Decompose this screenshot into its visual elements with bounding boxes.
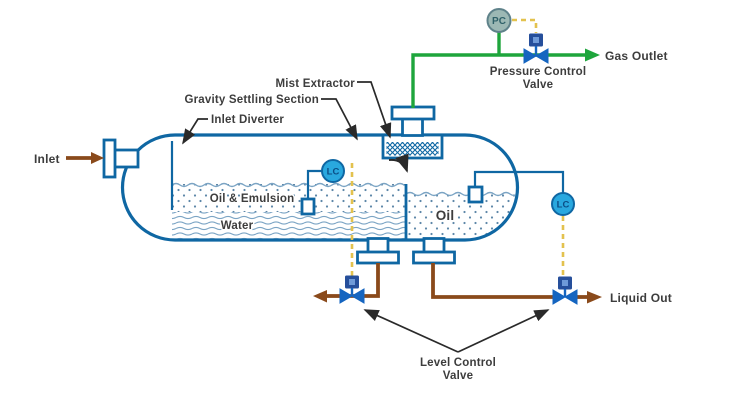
water-label: Water [221,220,254,232]
svg-text:LC: LC [557,200,570,211]
inlet-diverter-pointer [182,118,208,145]
pressure-control-valve-label-line2: Valve [523,79,553,91]
svg-text:PC: PC [492,16,506,27]
level-control-valve-label-line1: Level Control [420,357,496,369]
pressure-controller: PC [486,8,512,33]
water-out-arrow [313,290,327,303]
level-control-valve-right [552,276,578,305]
mist-extractor-label: Mist Extractor [276,78,356,90]
mist-extractor [381,133,444,160]
liquid-out-arrow [587,291,602,304]
water-outlet-nozzle [356,237,400,265]
oil-label: Oil [436,208,455,223]
level-controller-left: LC [321,159,345,183]
oil-outlet-nozzle [412,237,456,265]
gravity-settling-label: Gravity Settling Section [184,94,319,106]
oil-emulsion-layer [172,184,406,212]
gas-flow-arrow [388,153,409,173]
inlet-diverter-label: Inlet Diverter [211,114,284,126]
inlet-label: Inlet [34,152,60,166]
oil-emulsion-label: Oil & Emulsion [210,193,295,205]
level-control-valve-left [339,275,365,304]
liquid-out-label: Liquid Out [610,291,672,305]
lc-left-connector [306,169,322,199]
gravity-settling-pointer [321,98,358,141]
level-control-valve-label-line2: Valve [443,370,473,382]
lc-right-connector [473,170,565,193]
gas-outlet-arrow [585,48,600,62]
svg-text:LC: LC [327,167,340,178]
inlet-flow-arrow [66,152,104,164]
emulsion-surface-line [171,182,405,188]
oil-surface-line [405,191,516,197]
lc-right-float [467,185,484,204]
pressure-control-valve [523,33,549,64]
pressure-control-valve-label-line1: Pressure Control [490,66,587,78]
gas-outlet-nozzle [390,105,436,137]
level-controller-right: LC [551,192,575,216]
lc-left-float [300,197,316,216]
gas-outlet-label: Gas Outlet [605,49,668,63]
oil-layer [406,193,516,239]
mist-extractor-pointer [357,81,392,139]
water-layer [172,212,406,239]
lcv-pointer-right [457,309,550,353]
inlet-nozzle [102,138,140,179]
oil-outlet-pipe [431,263,602,304]
lcv-pointer-left [363,309,459,353]
pc-signal-line [512,18,538,33]
